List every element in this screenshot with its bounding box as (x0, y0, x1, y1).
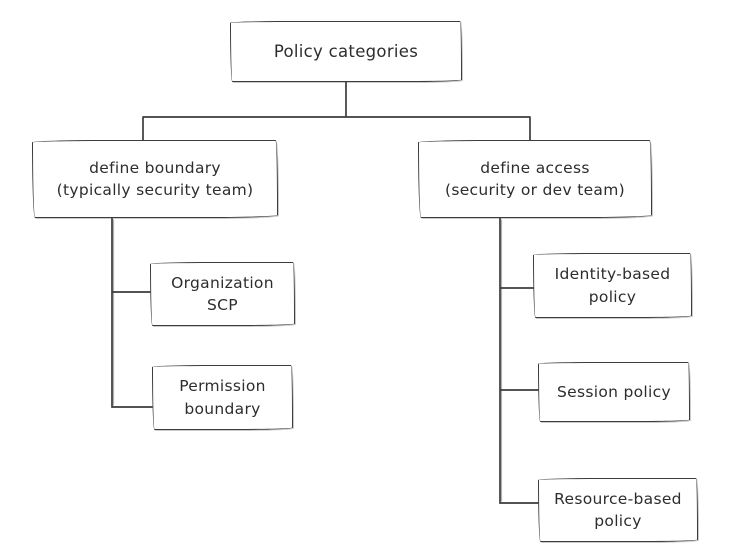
node-identity-based-policy: Identity-based policy (533, 253, 692, 318)
node-resource-based-policy-label-line1: Resource-based (554, 489, 682, 508)
node-define-access-label-line1: define access (480, 158, 590, 177)
node-define-boundary-label-line1: define boundary (89, 158, 221, 177)
node-organization-scp: Organization SCP (150, 262, 295, 326)
node-permission-boundary-label-line2: boundary (184, 399, 261, 418)
node-define-boundary-label-line2: (typically security team) (56, 181, 254, 199)
node-policy-categories: Policy categories (230, 21, 462, 82)
node-resource-based-policy-label-line2: policy (594, 512, 642, 530)
node-define-boundary: define boundary (typically security team… (32, 140, 278, 218)
node-organization-scp-label-line2: SCP (207, 296, 238, 314)
node-permission-boundary: Permission boundary (152, 365, 293, 430)
edge-root-tee (142, 81, 531, 141)
node-permission-boundary-label-line1: Permission (179, 377, 266, 396)
node-session-policy: Session policy (538, 362, 690, 422)
edge-boundary-trunk (111, 217, 153, 408)
node-organization-scp-label-line1: Organization (171, 273, 274, 292)
node-define-access-label-line2: (security or dev team) (445, 181, 625, 199)
node-session-policy-label: Session policy (557, 382, 671, 401)
node-resource-based-policy: Resource-based policy (538, 478, 698, 542)
node-identity-based-policy-label-line2: policy (588, 287, 637, 306)
node-define-access: define access (security or dev team) (418, 140, 652, 218)
node-policy-categories-label: Policy categories (273, 41, 419, 61)
node-identity-based-policy-label-line1: Identity-based (554, 265, 671, 284)
